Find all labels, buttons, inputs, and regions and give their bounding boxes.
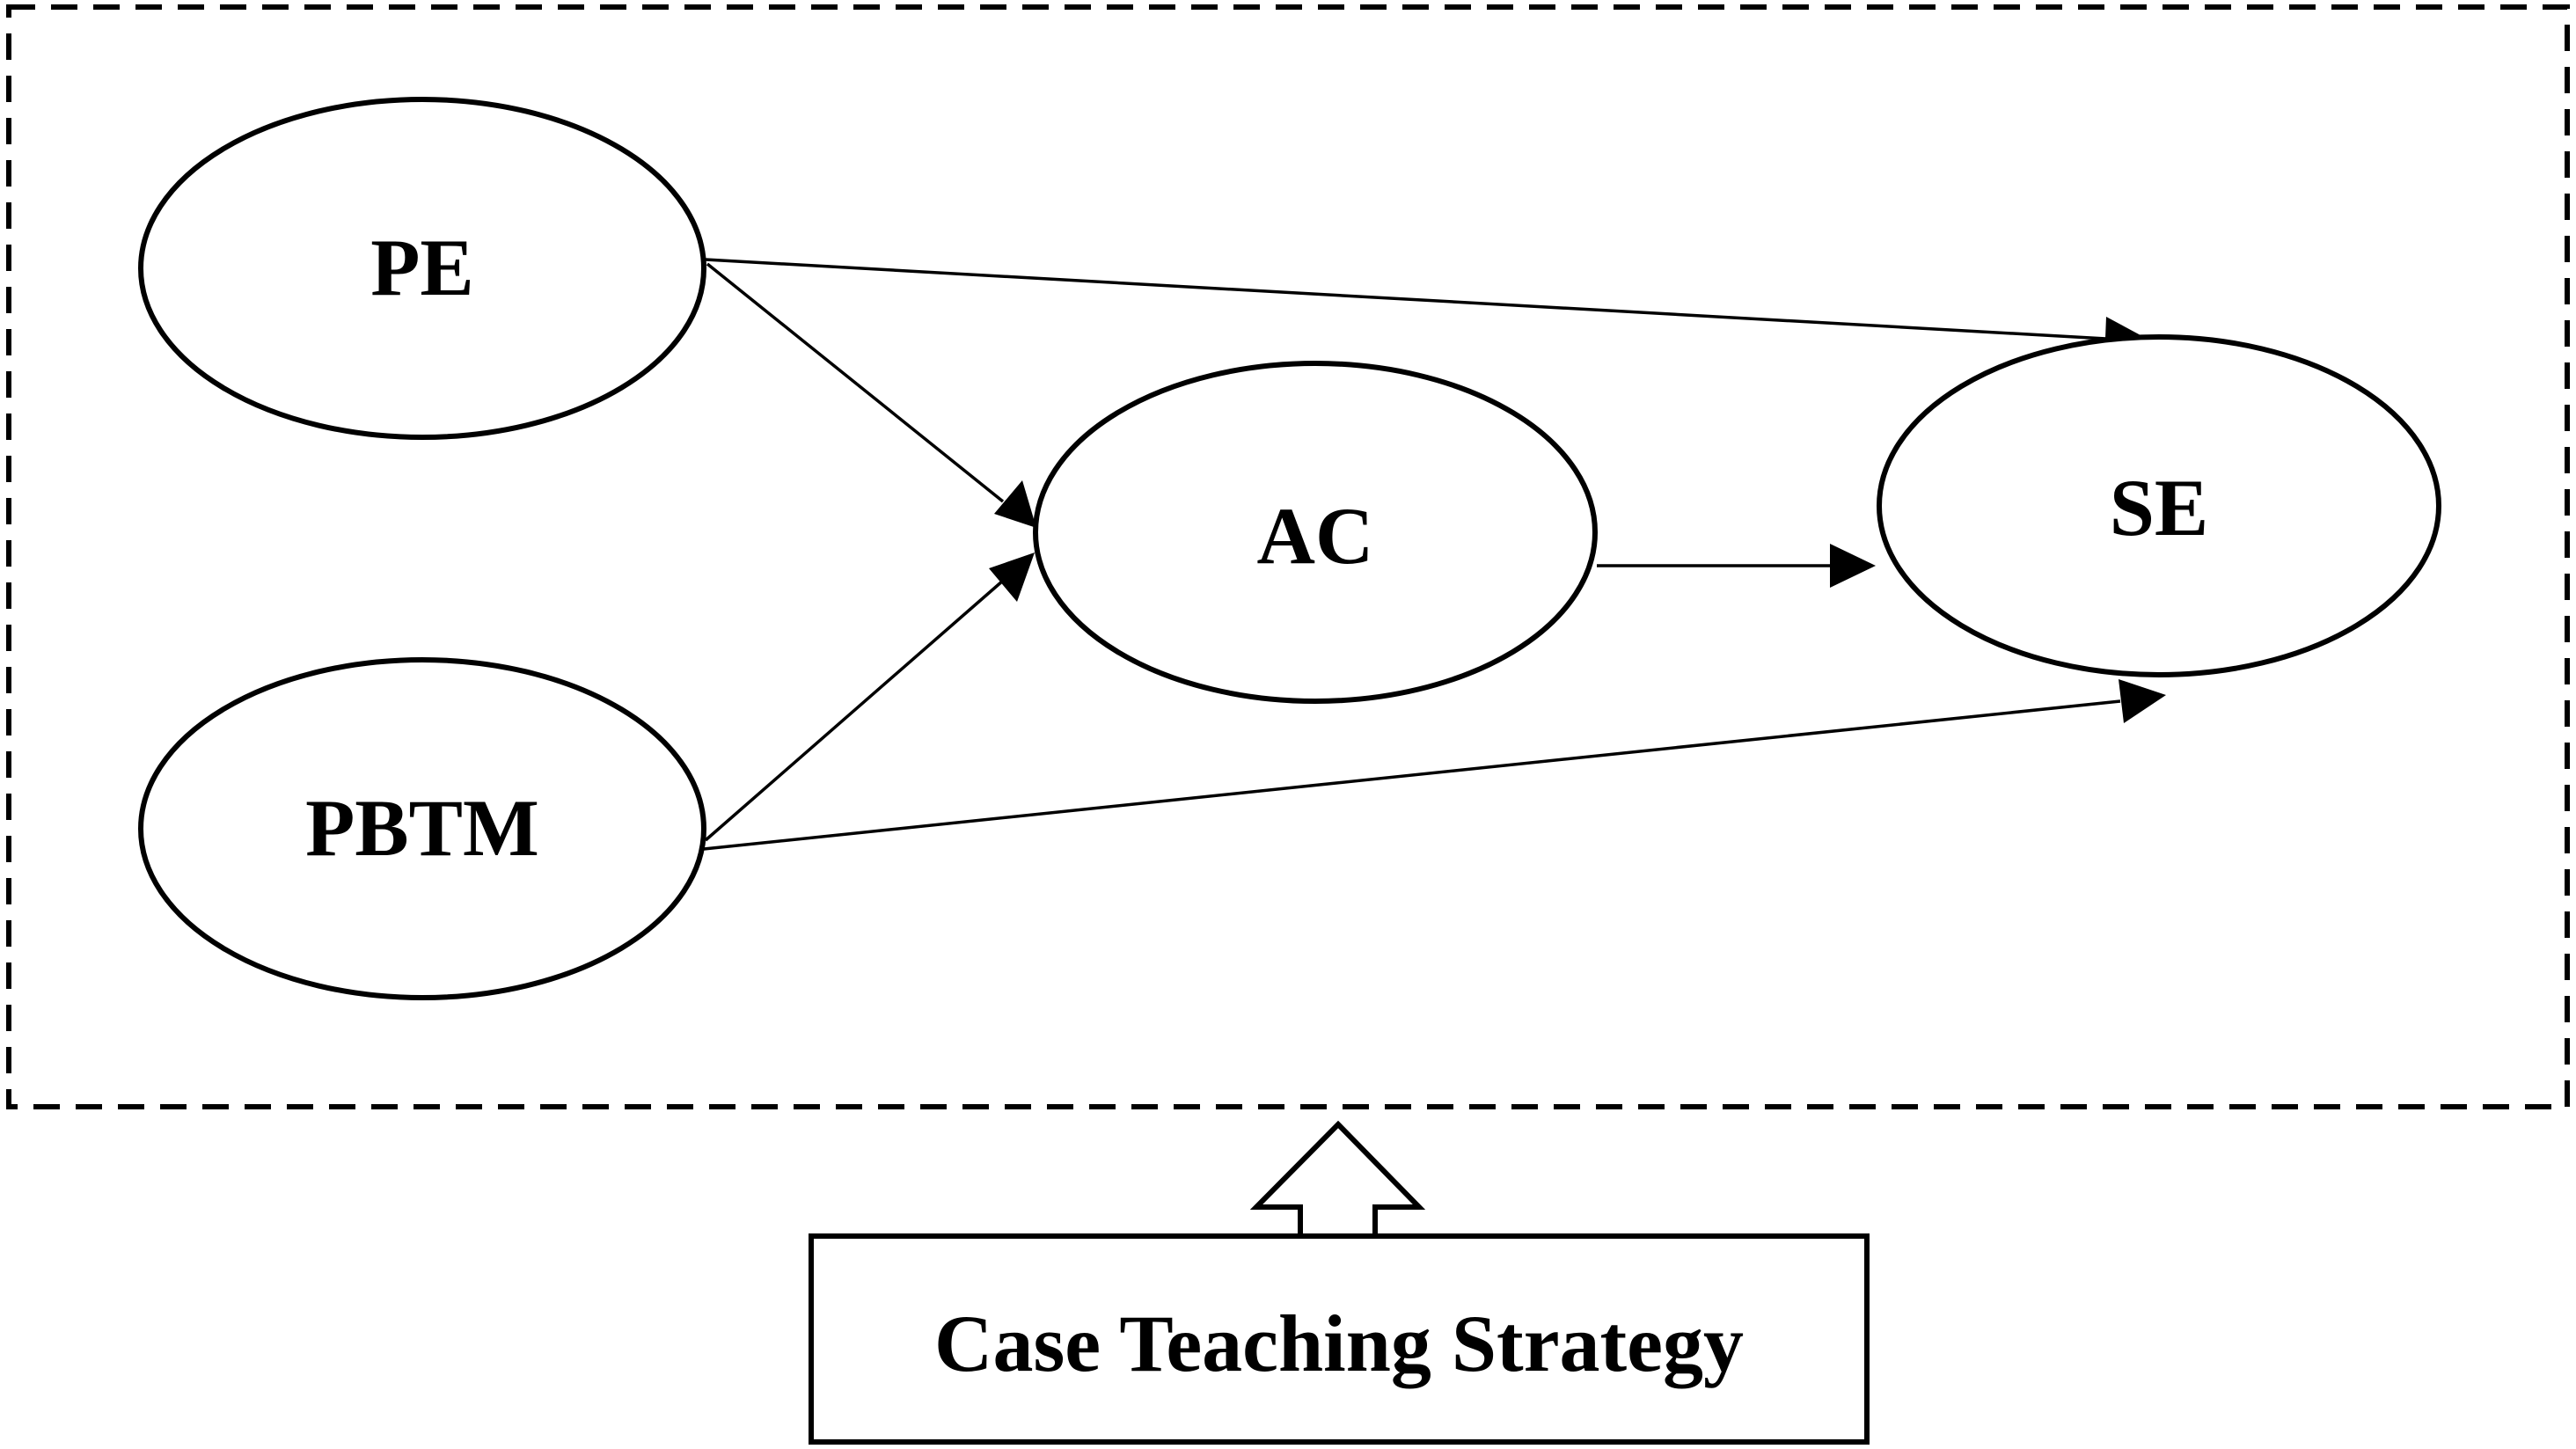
- moderator-block-arrow: [1249, 1120, 1426, 1239]
- arrowhead-ac-to-se: [1830, 544, 1876, 588]
- moderator-label: Case Teaching Strategy: [934, 1299, 1744, 1388]
- arrowhead-pbtm-to-se: [2119, 679, 2166, 723]
- node-pe-ellipse: [138, 97, 706, 440]
- arrow-pbtm-to-se: [703, 699, 2121, 851]
- node-pbtm-label: PBTM: [305, 783, 539, 873]
- node-pbtm-ellipse: [138, 657, 706, 1000]
- node-ac-label: AC: [1257, 491, 1374, 581]
- node-pe-label: PE: [370, 223, 474, 312]
- node-ac-ellipse: [1033, 361, 1598, 704]
- arrow-pe-to-ac: [706, 262, 1005, 503]
- arrowhead-pe-to-ac: [994, 480, 1036, 528]
- construct-nodes: [138, 97, 2441, 1000]
- node-se-ellipse: [1877, 334, 2441, 677]
- arrow-pe-to-se: [705, 258, 2107, 340]
- node-se-label: SE: [2110, 463, 2209, 553]
- moderator-box: [809, 1233, 1870, 1445]
- model-boundary-dashed-frame: [6, 4, 2570, 1109]
- arrowhead-pbtm-to-ac: [989, 553, 1035, 602]
- arrow-pbtm-to-ac: [704, 579, 1005, 842]
